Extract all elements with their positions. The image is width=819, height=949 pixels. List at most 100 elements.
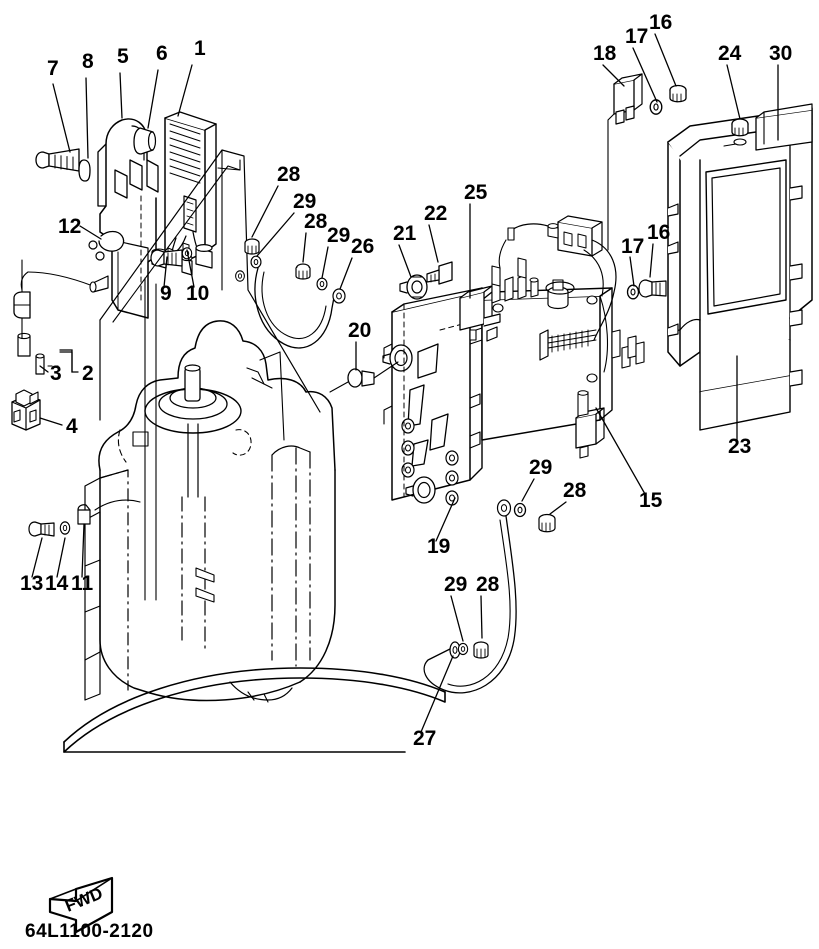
callout-11: 11 (71, 572, 94, 595)
callout-29d: 29 (444, 573, 467, 596)
callout-9: 9 (160, 282, 172, 305)
callout-leaders (31, 33, 779, 733)
part-2-3-fuse-assembly (13, 259, 73, 375)
leader-24 (726, 64, 741, 120)
leader-10 (186, 249, 195, 288)
callout-numbers: 7 8 5 6 1 12 9 10 3 2 4 13 14 11 28 29 2… (20, 11, 792, 750)
leader-17a (632, 47, 658, 103)
part-30-label-plate (755, 103, 813, 151)
callout-7: 7 (47, 57, 59, 80)
callout-2: 2 (82, 362, 94, 385)
mounting-plate-silhouette (99, 149, 321, 601)
part-29b-washer (316, 277, 328, 291)
callout-28b: 28 (304, 210, 328, 233)
leader-26 (339, 257, 353, 290)
drawing-body (11, 73, 813, 753)
leader-3 (39, 365, 49, 373)
part-22-bolt (426, 261, 453, 285)
harness-loop-right (498, 223, 617, 341)
callout-29b: 29 (327, 224, 350, 247)
callout-14: 14 (45, 572, 69, 595)
cowling-base-apron (63, 667, 446, 753)
part-4-relay (11, 389, 41, 431)
part-29a-washer (250, 255, 262, 269)
callout-8: 8 (82, 50, 94, 73)
diagram-part-number: 64L1100-2120 (25, 921, 154, 942)
leader-12 (79, 225, 102, 240)
part-6-grommet (133, 127, 157, 155)
callout-27: 27 (413, 727, 436, 750)
leader-1 (177, 64, 193, 117)
part-28a-bolt (244, 238, 260, 255)
callout-20: 20 (348, 319, 371, 342)
callout-6: 6 (156, 42, 168, 65)
callout-1: 1 (194, 37, 206, 60)
leader-21 (398, 244, 412, 278)
leader-5 (119, 72, 123, 119)
leader-13 (31, 537, 43, 578)
part-16b-bolt (638, 279, 667, 298)
leader-19 (435, 497, 456, 542)
callout-19: 19 (427, 535, 450, 558)
part-26-wire-lead (254, 267, 336, 349)
callout-28a: 28 (277, 163, 301, 186)
leader-2-bracket (59, 349, 79, 373)
leader-28b (302, 232, 307, 263)
callout-10: 10 (186, 282, 209, 305)
part-28b-bolt (295, 263, 311, 280)
part-19-electrical-bracket (382, 287, 483, 506)
callout-28d: 28 (476, 573, 500, 596)
leader-28c (549, 501, 567, 515)
callout-17b: 17 (621, 235, 644, 258)
leader-22 (428, 224, 439, 263)
part-29a2-washer (235, 270, 245, 282)
part-18-connector (607, 73, 643, 251)
relays-and-terminals-top (491, 215, 603, 310)
part-12-clip (88, 230, 125, 261)
part-9-bolt (150, 249, 183, 267)
part-28c-bolt (538, 513, 556, 533)
part-24-bolt (731, 118, 749, 137)
callout-25: 25 (464, 181, 488, 204)
callout-29c: 29 (529, 456, 552, 479)
part-16a-bolt (669, 84, 687, 103)
leader-11 (81, 523, 85, 578)
part-27-wire-lead (423, 515, 517, 694)
callout-30: 30 (769, 42, 792, 65)
leader-9 (163, 256, 168, 288)
leader-6 (147, 69, 159, 129)
part-7-bolt (35, 148, 80, 172)
callout-15: 15 (639, 489, 663, 512)
callout-16a: 16 (649, 11, 672, 34)
part-19-terminal-eye (496, 499, 512, 517)
callout-26: 26 (351, 235, 374, 258)
part-15-relay (575, 390, 605, 459)
part-17a-washer (649, 99, 663, 115)
engine-block-outline (84, 320, 336, 703)
part-29c-washer (513, 502, 527, 518)
callout-21: 21 (393, 222, 417, 245)
callout-3: 3 (50, 362, 62, 385)
callout-18: 18 (593, 42, 617, 65)
leader-8 (85, 77, 89, 159)
callout-4: 4 (66, 415, 78, 438)
part-28d-bolt (473, 641, 489, 659)
leader-7 (52, 83, 71, 153)
leader-16a (654, 33, 677, 87)
part-1-cdi-unit (164, 111, 217, 265)
callout-24: 24 (718, 42, 742, 65)
leader-14 (56, 537, 66, 578)
callout-17a: 17 (625, 25, 648, 48)
leader-17b (629, 256, 635, 287)
callout-12: 12 (58, 215, 81, 238)
part-26-terminal (332, 288, 346, 304)
part-29d-washer (457, 642, 469, 656)
leader-16b (649, 243, 654, 278)
harness-to-cover (599, 295, 645, 373)
leader-18 (602, 64, 625, 87)
leader-28a (251, 185, 279, 238)
part-21-rubber-mount (399, 274, 428, 300)
leader-29d (450, 595, 464, 642)
callout-29a: 29 (293, 190, 316, 213)
